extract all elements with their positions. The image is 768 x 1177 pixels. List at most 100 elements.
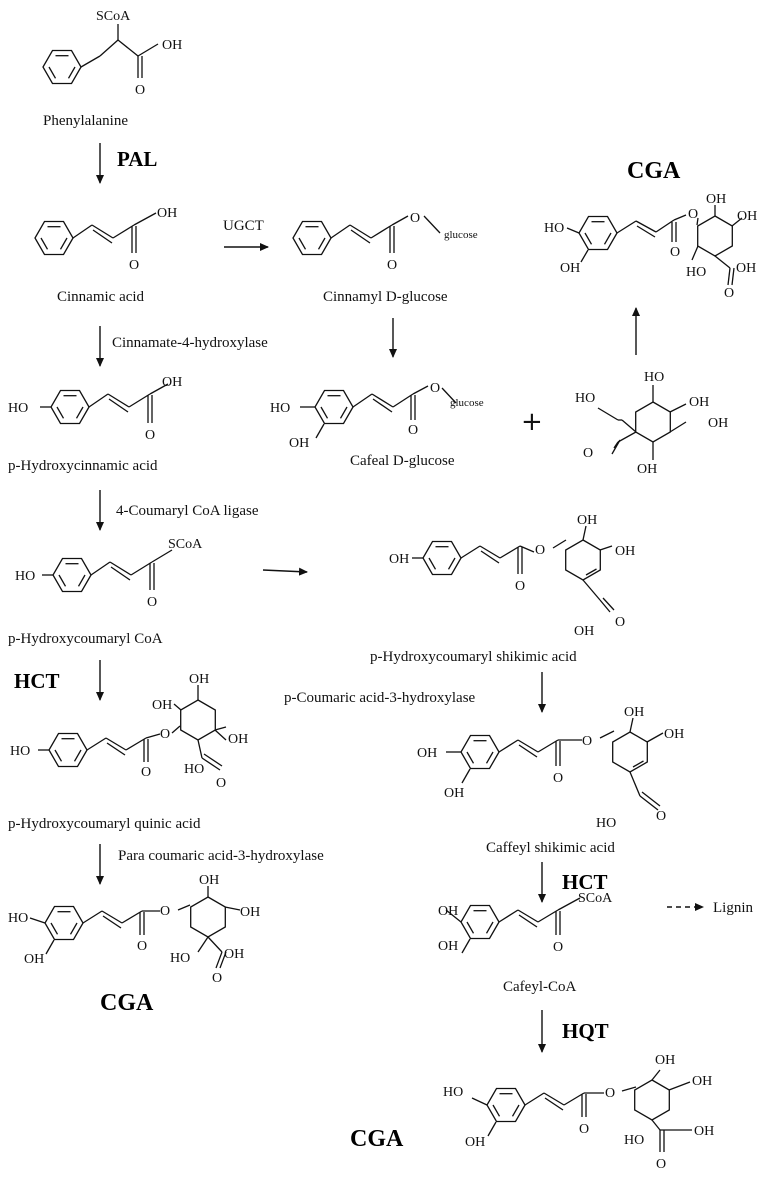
o-label: O [430,381,440,396]
ho-label: HO [596,816,616,831]
o-label: O [656,1157,666,1172]
o-label: O [724,286,734,301]
o-label: O [535,543,545,558]
oh-label: OH [737,209,757,224]
oh-label: OH [465,1135,485,1150]
cga-top-structure: HO OH O O OH OH HO OH O [544,192,757,301]
ho-label: HO [624,1133,644,1148]
ho-label: HO [686,265,706,280]
p-hydroxycinnamic-structure: HO OH O [8,375,182,443]
ho-label: HO [8,401,28,416]
oh-label: OH [560,261,580,276]
ho-label: HO [644,370,664,385]
p-hydroxycoumaryl-coa-label: p-Hydroxycoumaryl CoA [8,631,163,647]
o-label: O [135,83,145,98]
o-label: O [160,904,170,919]
o-label: O [515,579,525,594]
o-label: O [408,423,418,438]
o-label: O [583,446,593,461]
oh-label: OH [24,952,44,967]
oh-label: OH [706,192,726,207]
oh-label: OH [444,786,464,801]
oh-label: OH [417,746,437,761]
o-label: O [387,258,397,273]
oh-label: OH [692,1074,712,1089]
oh-label: OH [577,513,597,528]
ho-label: HO [10,744,30,759]
cga-top-label: CGA [627,158,681,184]
ho-label: HO [443,1085,463,1100]
oh-label: OH [228,732,248,747]
oh-label: OH [574,624,594,639]
cga-bottom-structure: HO OH O O OH OH HO OH O [443,1053,714,1172]
oh-label: OH [157,206,177,221]
o-label: O [688,207,698,222]
oh-label: OH [162,38,182,53]
o-label: O [160,727,170,742]
oh-label: OH [624,705,644,720]
oh-label: OH [736,261,756,276]
hct-left-enzyme: HCT [14,669,60,693]
oh-label: OH [689,395,709,410]
o-label: O [216,776,226,791]
phenylalanine-label: Phenylalanine [43,113,128,129]
oh-label: OH [708,416,728,431]
oh-label: OH [224,947,244,962]
ugct-enzyme: UGCT [223,218,264,234]
ho-label: HO [8,911,28,926]
oh-label: OH [162,375,182,390]
p-hydroxycoumaryl-shikimic-structure: OH O O OH OH OH O [389,513,635,639]
c3h-enzyme: p-Coumaric acid-3-hydroxylase [284,690,476,706]
oh-label: OH [655,1053,675,1068]
o-label: O [129,258,139,273]
oh-label: OH [240,905,260,920]
cinnamic-acid-structure: OH O [34,206,177,273]
o-label: O [137,939,147,954]
cinnamyl-glucose-structure: O O glucose [292,211,478,273]
oh-label: OH [189,672,209,687]
oh-label: OH [664,727,684,742]
oh-label: OH [637,462,657,477]
ho-label: HO [170,951,190,966]
pal-enzyme: PAL [117,147,157,171]
o-label: O [615,615,625,630]
cafeyl-coa-structure: OH OH SCoA O [438,891,613,955]
o-label: O [656,809,666,824]
oh-label: OH [289,436,309,451]
o-label: O [553,940,563,955]
lignin-label: Lignin [713,900,753,916]
o-label: O [147,595,157,610]
phenylalanine-structure: SCoA OH O [42,9,182,98]
o-label: O [670,245,680,260]
cga-left-structure: HO OH O O OH OH HO OH O [8,873,260,986]
o-label: O [145,428,155,443]
cafeal-glucose-structure: HO OH O O glucose [270,381,484,451]
coa-ligase-enzyme: 4-Coumaryl CoA ligase [116,503,259,519]
o-label: O [579,1122,589,1137]
o-label: O [410,211,420,226]
oh-label: OH [615,544,635,559]
cga-left-label: CGA [100,990,154,1016]
oh-label: OH [199,873,219,888]
cafeal-glucose-label: Cafeal D-glucose [350,453,455,469]
oh-label: OH [438,939,458,954]
p-hydroxycoumaryl-quinic-structure: HO O O OH OH OH HO O [10,672,248,791]
ho-label: HO [544,221,564,236]
hct-right-enzyme: HCT [562,870,608,894]
p-hydroxycoumaryl-shikimic-label: p-Hydroxycoumaryl shikimic acid [370,649,577,665]
glucose-label: glucose [444,229,478,241]
o-label: O [212,971,222,986]
to-shikimic-arrow [262,567,308,576]
o-label: O [582,734,592,749]
o-label: O [553,771,563,786]
caffeyl-shikimic-structure: OH OH O O OH OH HO O [417,705,684,831]
oh-label: OH [694,1124,714,1139]
ho-label: HO [270,401,290,416]
o-label: O [141,765,151,780]
quinic-acid-structure: HO OH OH OH HO O [575,370,728,477]
plus-sign: + [521,407,543,437]
scoa-label: SCoA [168,537,203,552]
glucose-label: glucose [450,397,484,409]
o-label: O [605,1086,615,1101]
